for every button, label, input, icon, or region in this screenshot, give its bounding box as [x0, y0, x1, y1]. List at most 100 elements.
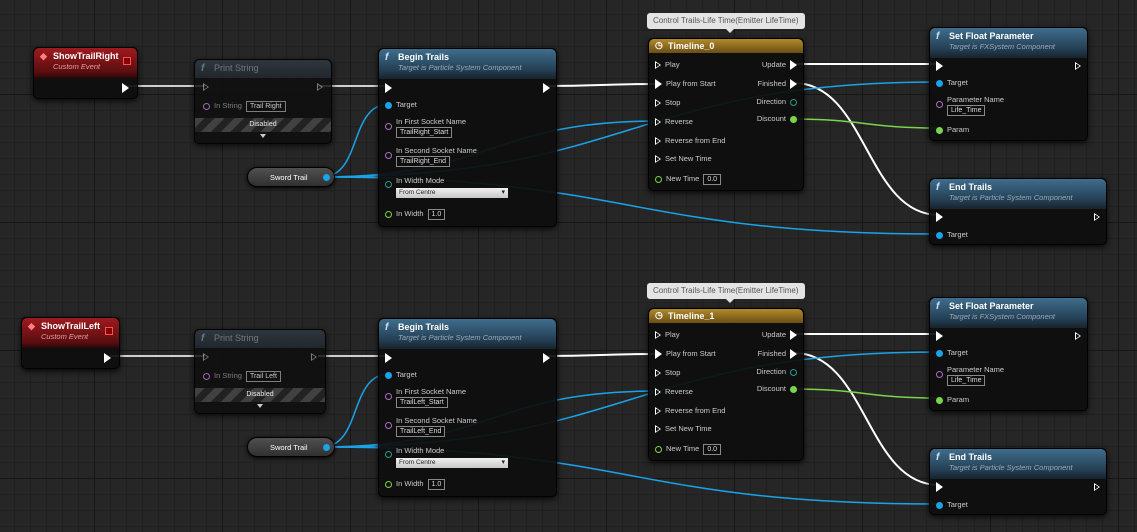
tl-set-new-time-pin[interactable]: Set New Time — [651, 423, 712, 435]
end-trails-subtitle: Target is Particle System Component — [949, 463, 1073, 472]
begin-exec-in-pin[interactable] — [381, 352, 396, 364]
tl-direction-pin[interactable]: Direction — [756, 366, 801, 378]
width-mode-select[interactable]: From Centre — [396, 458, 508, 468]
width-mode-select[interactable]: From Centre — [396, 188, 508, 198]
end-target-pin[interactable]: Target — [932, 499, 968, 511]
tl-finished-pin[interactable]: Finished — [758, 348, 801, 360]
end-exec-in-pin[interactable] — [932, 481, 947, 493]
tl-update-pin[interactable]: Update — [762, 59, 801, 71]
tl-play-from-start-pin[interactable]: Play from Start — [651, 348, 716, 360]
end-exec-in-pin[interactable] — [932, 211, 947, 223]
begin-trails-node[interactable]: f Begin Trails Target is Particle System… — [378, 48, 557, 227]
print-exec-in-pin[interactable] — [199, 351, 213, 363]
end-trails-node[interactable]: f End Trails Target is Particle System C… — [929, 178, 1107, 245]
comment-bubble[interactable]: Control Trails-Life Time(Emitter LifeTim… — [647, 283, 805, 303]
tl-finished-pin[interactable]: Finished — [758, 78, 801, 90]
first-socket-value[interactable]: TrailLeft_Start — [396, 397, 448, 408]
begin-trails-node[interactable]: f Begin Trails Target is Particle System… — [378, 318, 557, 497]
timeline-node[interactable]: ◷ Timeline_0 Play Play from Start Stop R… — [648, 38, 804, 191]
tl-play-pin[interactable]: Play — [651, 329, 680, 341]
end-trails-node[interactable]: f End Trails Target is Particle System C… — [929, 448, 1107, 515]
set-float-target-pin[interactable]: Target — [932, 77, 968, 89]
param-pin[interactable]: Param — [932, 124, 969, 136]
begin-target-pin[interactable]: Target — [381, 99, 417, 111]
sword-trail-variable[interactable]: Sword Trail — [247, 437, 335, 457]
set-float-parameter-node[interactable]: f Set Float Parameter Target is FXSystem… — [929, 27, 1088, 141]
set-float-target-pin[interactable]: Target — [932, 347, 968, 359]
end-exec-out-pin[interactable] — [1090, 211, 1104, 223]
tl-play-pin[interactable]: Play — [651, 59, 680, 71]
tl-reverse-pin[interactable]: Reverse — [651, 386, 693, 398]
sword-trail-out-pin[interactable] — [323, 174, 330, 181]
in-string-value[interactable]: Trail Left — [245, 370, 281, 382]
sword-trail-out-pin[interactable] — [323, 444, 330, 451]
begin-exec-out-pin[interactable] — [539, 82, 554, 94]
timeline-node[interactable]: ◷ Timeline_1 Play Play from Start Stop R… — [648, 308, 804, 461]
new-time-value[interactable]: 0.0 — [703, 173, 722, 185]
set-float-exec-out-pin[interactable] — [1071, 330, 1085, 342]
tl-set-new-time-pin[interactable]: Set New Time — [651, 153, 712, 165]
param-name-value[interactable]: Life_Time — [947, 105, 986, 116]
second-socket-value[interactable]: TrailLeft_End — [396, 426, 446, 437]
expand-chevron-icon[interactable] — [257, 404, 263, 408]
begin-exec-out-pin[interactable] — [539, 352, 554, 364]
tl-discount-pin[interactable]: Discount — [757, 383, 801, 395]
second-socket-value[interactable]: TrailRight_End — [396, 156, 451, 167]
end-exec-out-pin[interactable] — [1090, 481, 1104, 493]
new-time-value[interactable]: 0.0 — [703, 443, 722, 455]
set-float-parameter-node[interactable]: f Set Float Parameter Target is FXSystem… — [929, 297, 1088, 411]
tl-discount-pin[interactable]: Discount — [757, 113, 801, 125]
target-label: Target — [947, 230, 968, 239]
event-exec-out-pin[interactable] — [118, 82, 133, 94]
set-float-exec-in-pin[interactable] — [932, 60, 947, 72]
event-delegate-pin[interactable] — [123, 57, 131, 65]
first-socket-value[interactable]: TrailRight_Start — [396, 127, 453, 138]
print-exec-out-pin[interactable] — [307, 351, 321, 363]
custom-event-node[interactable]: ◆ ShowTrailLeft Custom Event — [21, 317, 120, 369]
in-width-value[interactable]: 1.0 — [427, 208, 446, 220]
tl-stop-pin[interactable]: Stop — [651, 367, 680, 379]
event-delegate-pin[interactable] — [105, 327, 113, 335]
custom-event-node[interactable]: ◆ ShowTrailRight Custom Event — [33, 47, 138, 99]
begin-target-pin[interactable]: Target — [381, 369, 417, 381]
expand-chevron-icon[interactable] — [260, 134, 266, 138]
target-label: Target — [396, 100, 417, 109]
tl-stop-pin[interactable]: Stop — [651, 97, 680, 109]
tl-play-from-start-pin[interactable]: Play from Start — [651, 78, 716, 90]
comment-bubble[interactable]: Control Trails-Life Time(Emitter LifeTim… — [647, 13, 805, 33]
tl-direction-pin[interactable]: Direction — [756, 96, 801, 108]
sword-trail-variable[interactable]: Sword Trail — [247, 167, 335, 187]
set-new-time-label: Set New Time — [665, 154, 712, 163]
tl-reverse-from-end-pin[interactable]: Reverse from End — [651, 135, 725, 147]
print-exec-out-pin[interactable] — [313, 81, 327, 93]
print-exec-in-pin[interactable] — [199, 81, 213, 93]
set-float-exec-out-pin[interactable] — [1071, 60, 1085, 72]
param-pin[interactable]: Param — [932, 394, 969, 406]
tl-update-pin[interactable]: Update — [762, 329, 801, 341]
tl-reverse-pin[interactable]: Reverse — [651, 116, 693, 128]
in-width-value[interactable]: 1.0 — [427, 478, 446, 490]
in-string-value[interactable]: Trail Right — [245, 100, 286, 112]
event-exec-out-pin[interactable] — [100, 352, 115, 364]
begin-exec-in-pin[interactable] — [381, 82, 396, 94]
end-target-pin[interactable]: Target — [932, 229, 968, 241]
tl-reverse-from-end-pin[interactable]: Reverse from End — [651, 405, 725, 417]
set-float-exec-in-pin[interactable] — [932, 330, 947, 342]
param-name-value[interactable]: Life_Time — [947, 375, 986, 386]
